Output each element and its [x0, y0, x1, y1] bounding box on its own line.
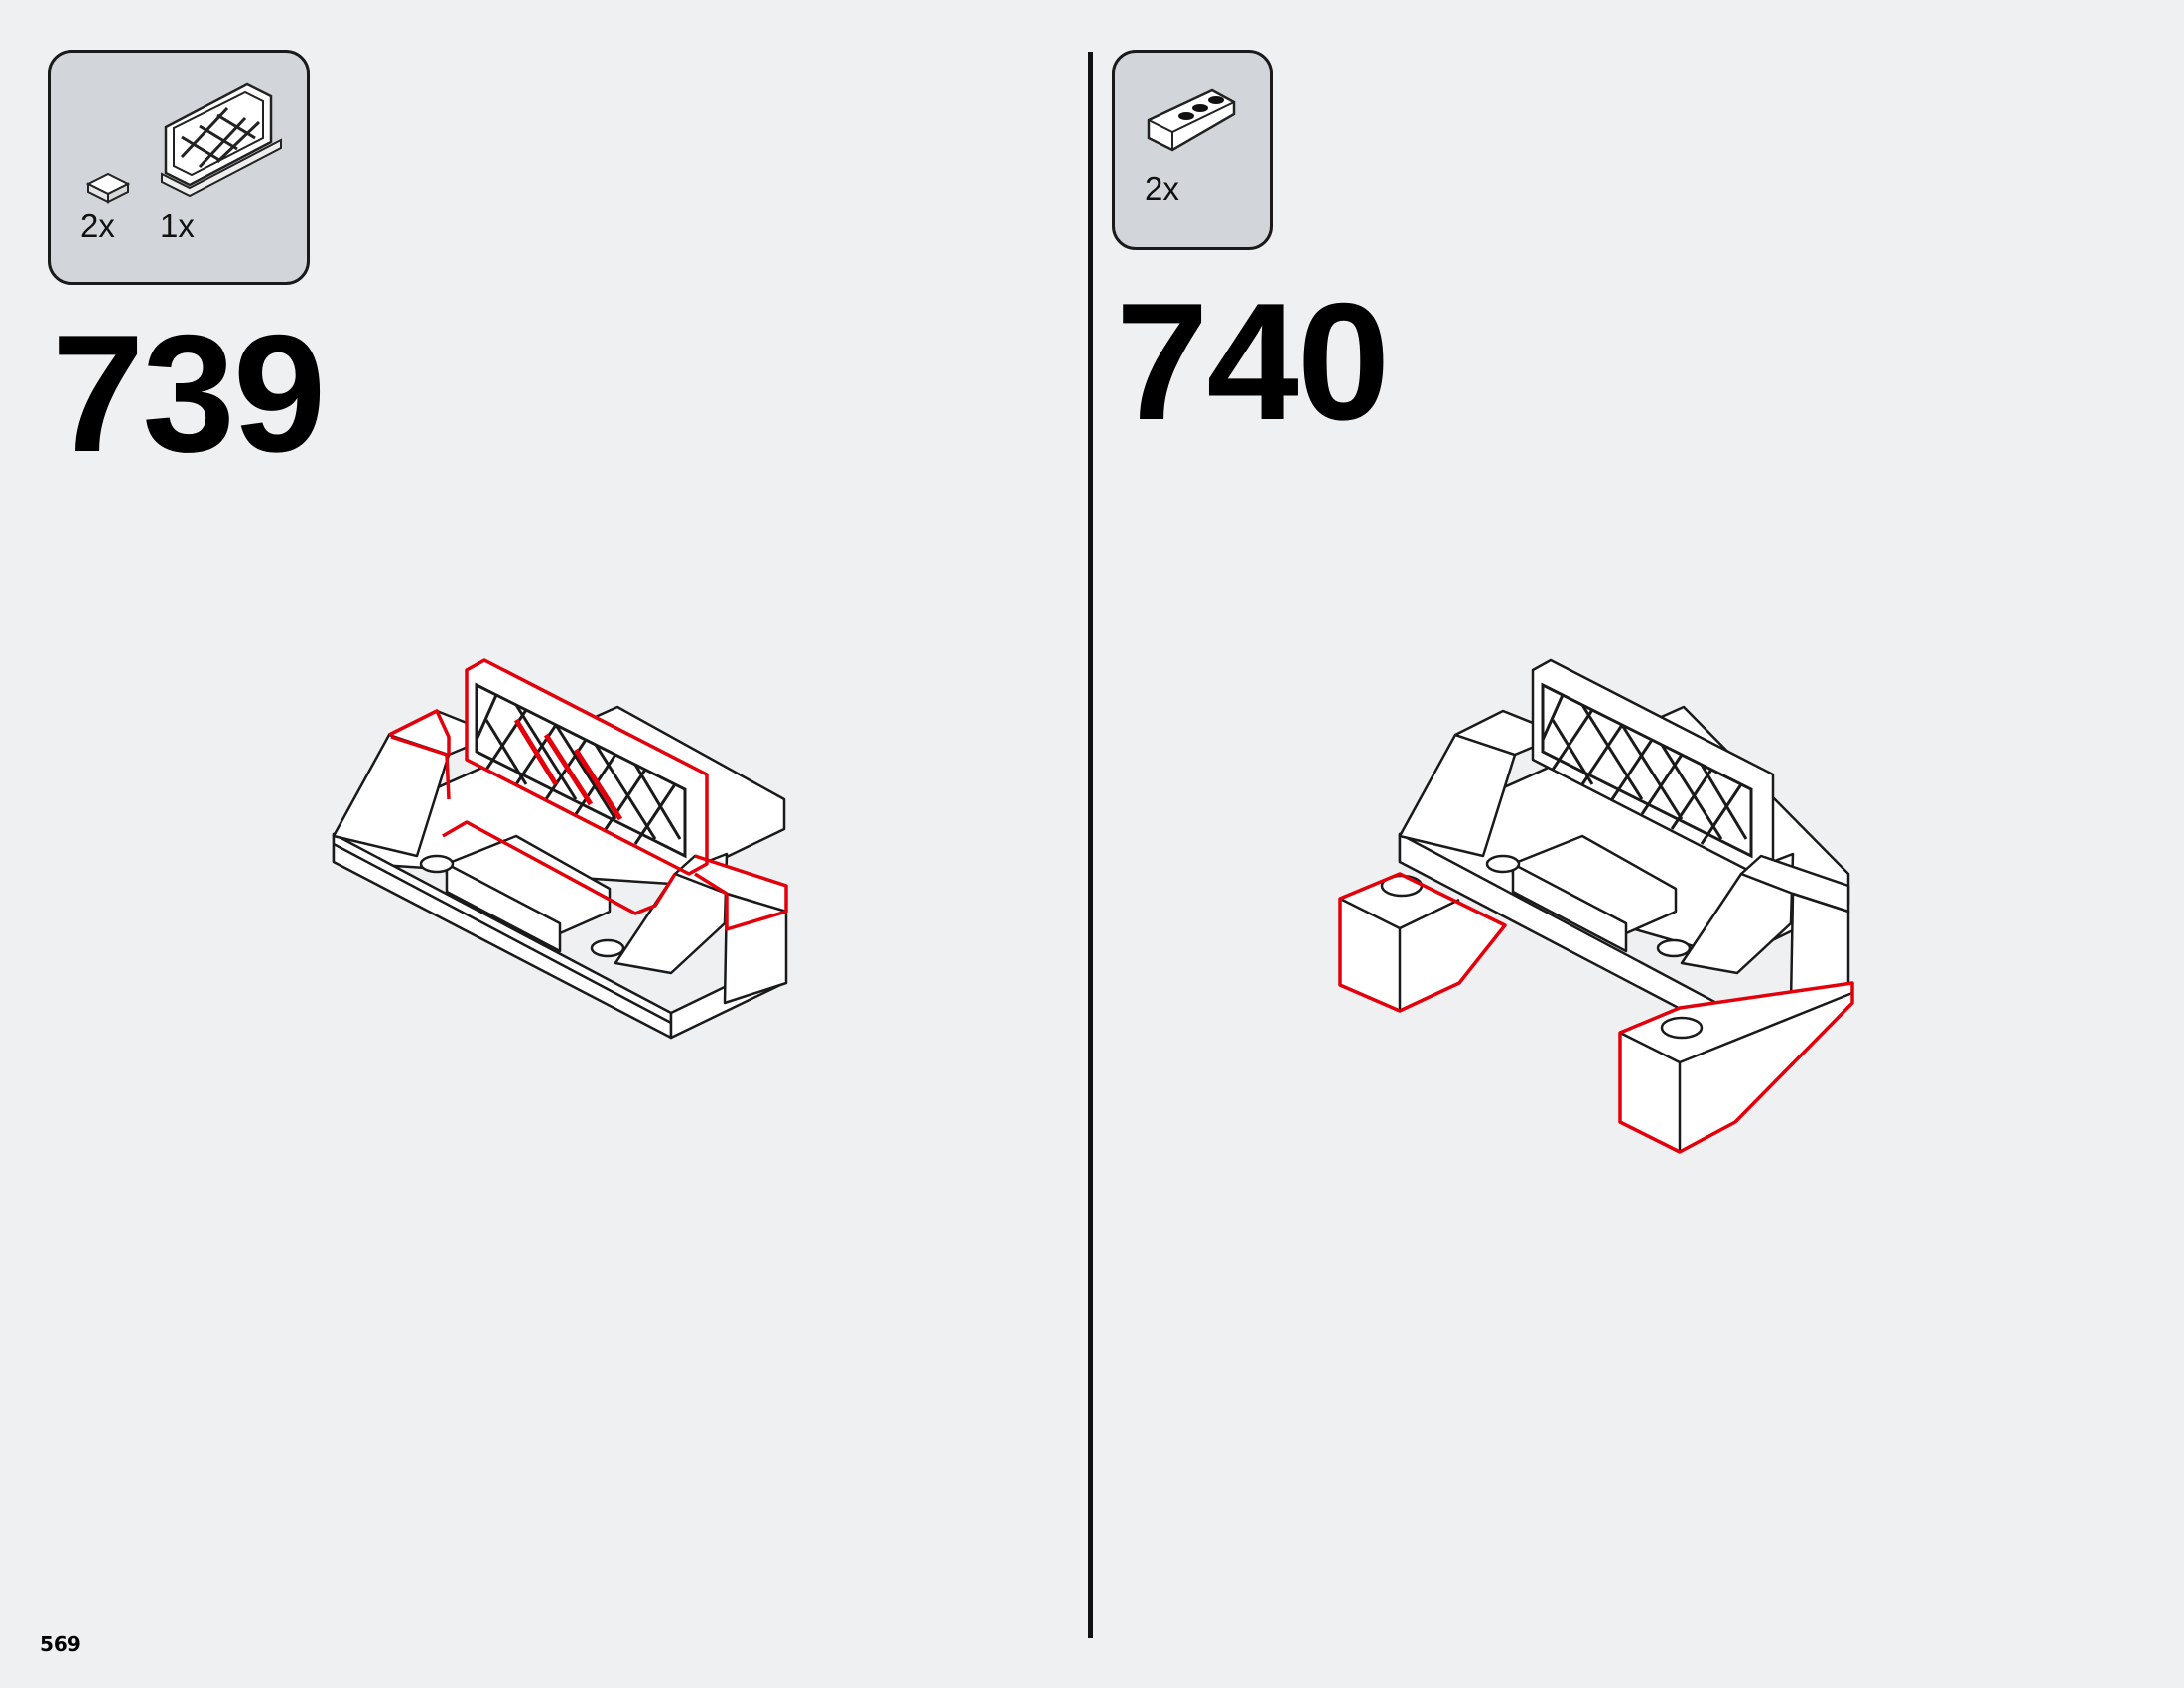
- part-qty: 2x: [80, 208, 115, 244]
- inverted-slope-icon: [1147, 88, 1236, 152]
- step-number: 740: [1116, 268, 1390, 455]
- fence-lattice-icon: [161, 82, 282, 198]
- step-number: 739: [52, 300, 326, 487]
- page-number: 569: [40, 1632, 81, 1656]
- step-divider: [1088, 52, 1093, 1638]
- parts-callout-740: 2x: [1112, 50, 1273, 250]
- part-qty: 2x: [1145, 170, 1179, 207]
- parts-callout-739: 2x 1x: [48, 50, 310, 285]
- tile-1x1-icon: [85, 172, 131, 204]
- part-qty: 1x: [160, 208, 195, 244]
